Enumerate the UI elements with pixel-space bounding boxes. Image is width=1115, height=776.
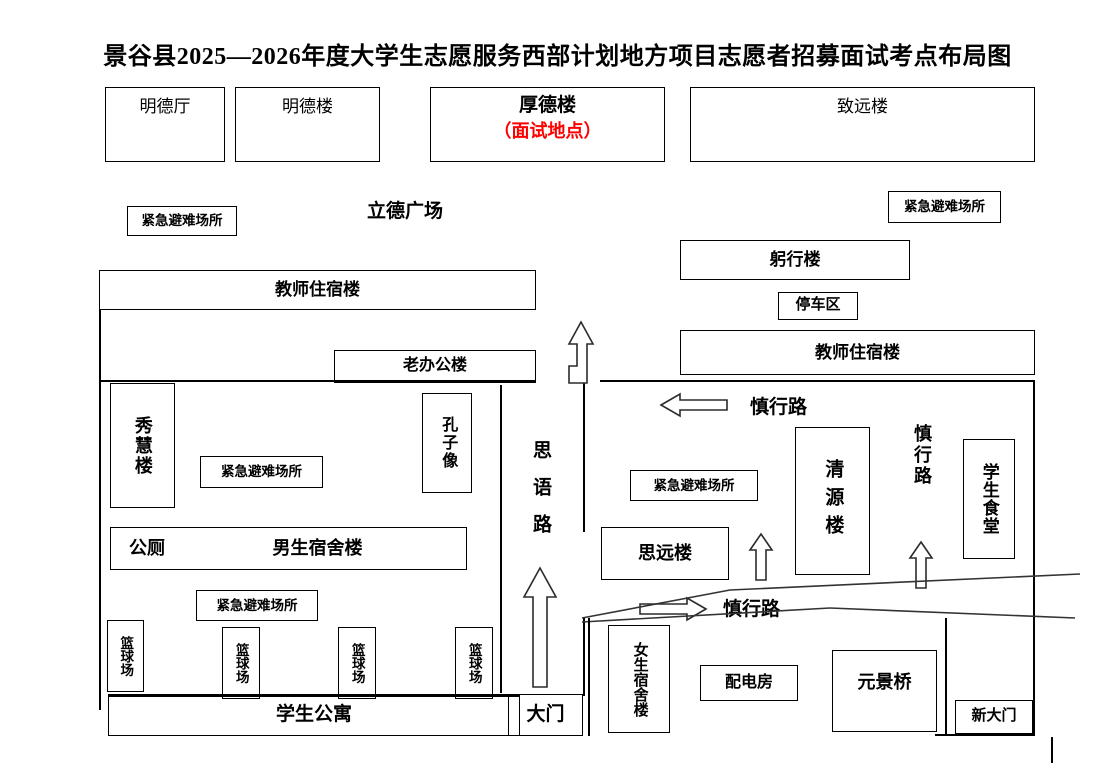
road-label-siyu: 思语路 — [530, 440, 551, 551]
building-label: 思远楼 — [638, 543, 692, 564]
direction-arrow-left-shenxing — [659, 392, 728, 418]
direction-arrow-up-2 — [908, 540, 934, 589]
gate-new[interactable]: 新大门 — [955, 700, 1033, 734]
campus-wall-right-bottom — [935, 734, 1035, 736]
shelter-label: 紧急避难场所 — [216, 597, 298, 613]
road-edge-siyu-right-upper — [583, 380, 585, 532]
gate-main[interactable]: 大门 — [508, 694, 583, 736]
building-label: 清源楼 — [822, 459, 844, 543]
campus-wall-right-top — [600, 380, 1035, 382]
building-label: 致远楼 — [837, 97, 888, 116]
building-label: 明德厅 — [139, 97, 191, 116]
interview-location-note: （面试地点） — [493, 120, 602, 141]
landmark-confucius-statue[interactable]: 孔子像 — [422, 393, 472, 493]
emergency-shelter-1[interactable]: 紧急避难场所 — [127, 206, 237, 236]
direction-arrow-bent-up — [567, 320, 595, 384]
block-wall-right-lower — [945, 618, 947, 736]
shelter-label: 紧急避难场所 — [221, 464, 302, 480]
building-zhiyuan-building[interactable]: 致远楼 — [690, 87, 1035, 162]
road-edge-siyu-right-lower — [583, 618, 585, 696]
building-label: 秀慧楼 — [132, 415, 153, 476]
basketball-court-2[interactable]: 篮球场 — [222, 627, 260, 699]
area-label: 停车区 — [795, 297, 841, 314]
edge-tick-mark — [1051, 737, 1054, 763]
block-wall-left-lower — [588, 618, 590, 736]
court-label: 篮球场 — [349, 642, 365, 684]
court-label: 篮球场 — [118, 635, 134, 677]
building-qingyuan[interactable]: 清源楼 — [795, 427, 870, 575]
gate-label: 新大门 — [971, 708, 1017, 725]
building-siyuan[interactable]: 思远楼 — [601, 527, 729, 580]
building-mingde-building[interactable]: 明德楼 — [235, 87, 380, 162]
area-parking[interactable]: 停车区 — [778, 292, 858, 320]
building-label: 躬行楼 — [769, 250, 821, 270]
building-xiuhui[interactable]: 秀慧楼 — [110, 383, 175, 508]
building-label: 老办公楼 — [402, 357, 467, 375]
shelter-label: 紧急避难场所 — [653, 477, 735, 493]
campus-wall-left — [99, 380, 101, 710]
building-student-canteen[interactable]: 学生食堂 — [963, 439, 1015, 559]
building-mingde-hall[interactable]: 明德厅 — [105, 87, 225, 162]
direction-arrow-up-siyu — [522, 566, 558, 688]
building-old-office[interactable]: 老办公楼 — [334, 350, 536, 383]
road-boundary-diagonals — [581, 573, 1081, 623]
shelter-label: 紧急避难场所 — [141, 213, 223, 229]
building-label-male-dorm: 男生宿舍楼 — [272, 538, 363, 559]
emergency-shelter-5[interactable]: 紧急避难场所 — [630, 470, 758, 501]
building-student-apartment[interactable]: 学生公寓 — [108, 694, 520, 736]
lide-square-label: 立德广场 — [367, 201, 444, 222]
gate-label: 大门 — [526, 704, 565, 726]
building-label: 学生食堂 — [979, 463, 999, 535]
landmark-yuanjing-bridge[interactable]: 元景桥 — [832, 650, 937, 732]
campus-wall-top — [99, 380, 519, 382]
building-teacher-dorm-right[interactable]: 教师住宿楼 — [680, 330, 1035, 375]
building-label: 教师住宿楼 — [815, 342, 900, 362]
landmark-label: 元景桥 — [857, 671, 912, 692]
basketball-court-4[interactable]: 篮球场 — [455, 627, 493, 699]
court-label: 篮球场 — [466, 642, 482, 684]
emergency-shelter-2[interactable]: 紧急避难场所 — [888, 191, 1001, 223]
campus-wall-left-upper — [99, 310, 101, 382]
court-label: 篮球场 — [233, 642, 249, 684]
emergency-shelter-3[interactable]: 紧急避难场所 — [200, 456, 323, 488]
road-label-shenxing-upper: 慎行路 — [750, 397, 808, 418]
building-teacher-dorm-left[interactable]: 教师住宿楼 — [99, 270, 536, 310]
direction-arrow-right-shenxing — [639, 596, 708, 622]
campus-wall-right — [1033, 380, 1035, 736]
building-label: 明德楼 — [282, 97, 333, 116]
shelter-label: 紧急避难场所 — [904, 199, 985, 215]
road-edge-siyu-left — [500, 385, 502, 693]
page-title: 景谷县2025—2026年度大学生志愿服务西部计划地方项目志愿者招募面试考点布局… — [103, 44, 1012, 70]
building-female-dorm[interactable]: 女生宿舍楼 — [608, 625, 670, 733]
building-label: 厚德楼 — [518, 95, 576, 116]
basketball-court-3[interactable]: 篮球场 — [338, 627, 376, 699]
road-label-shenxing-lower: 慎行路 — [723, 599, 781, 620]
facility-label-public-toilet: 公厕 — [129, 538, 165, 558]
basketball-court-1[interactable]: 篮球场 — [107, 620, 144, 692]
campus-wall-bottom-sep — [108, 695, 520, 697]
building-gongxing-building[interactable]: 躬行楼 — [680, 240, 910, 280]
facility-power-room[interactable]: 配电房 — [700, 665, 798, 701]
building-label: 学生公寓 — [275, 704, 352, 726]
road-label-shenxing-vertical: 慎行路 — [912, 424, 932, 487]
building-label: 女生宿舍楼 — [631, 641, 648, 717]
facility-label: 配电房 — [724, 673, 773, 691]
building-houde-building[interactable]: 厚德楼 （面试地点） — [430, 87, 665, 162]
direction-arrow-up-1 — [748, 532, 774, 581]
landmark-label: 孔子像 — [439, 416, 457, 470]
emergency-shelter-4[interactable]: 紧急避难场所 — [196, 590, 318, 621]
building-label: 教师住宿楼 — [275, 280, 360, 300]
building-male-dorm-block[interactable]: 公厕 男生宿舍楼 — [110, 527, 467, 570]
